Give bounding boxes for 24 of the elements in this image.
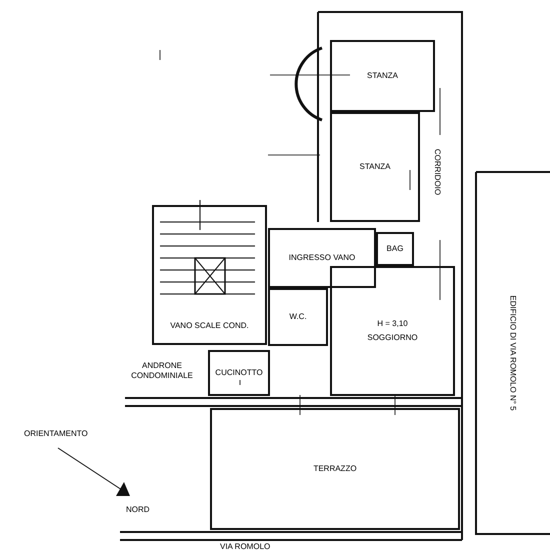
room (376, 232, 414, 266)
room-label: CORRIDOIO (432, 148, 442, 196)
room-label: H = 3,10 (376, 319, 409, 329)
room-label: CUCINOTTO (214, 368, 264, 378)
street-label: VIA ROMOLO (220, 541, 270, 550)
room-label: STANZA (366, 71, 399, 81)
room-label: W.C. (288, 312, 308, 322)
room-label: BAG (386, 244, 404, 254)
room-label: VANO SCALE COND. (169, 321, 250, 331)
room (330, 40, 435, 112)
room-label: EDIFICIO DI VIA ROMOLO N° 5 (508, 294, 518, 412)
room (268, 288, 328, 346)
room-label: SOGGIORNO (366, 333, 419, 343)
room-label: INGRESSO VANO (288, 253, 356, 263)
room (152, 205, 267, 345)
north-label: NORD (126, 504, 150, 516)
orientation-label: ORIENTAMENTO (24, 428, 88, 440)
room (330, 112, 420, 222)
room (208, 350, 270, 396)
room (330, 266, 455, 396)
room-label: TERRAZZO (312, 464, 358, 474)
room (210, 408, 460, 530)
room (268, 228, 376, 288)
room-label: STANZA (358, 162, 392, 172)
